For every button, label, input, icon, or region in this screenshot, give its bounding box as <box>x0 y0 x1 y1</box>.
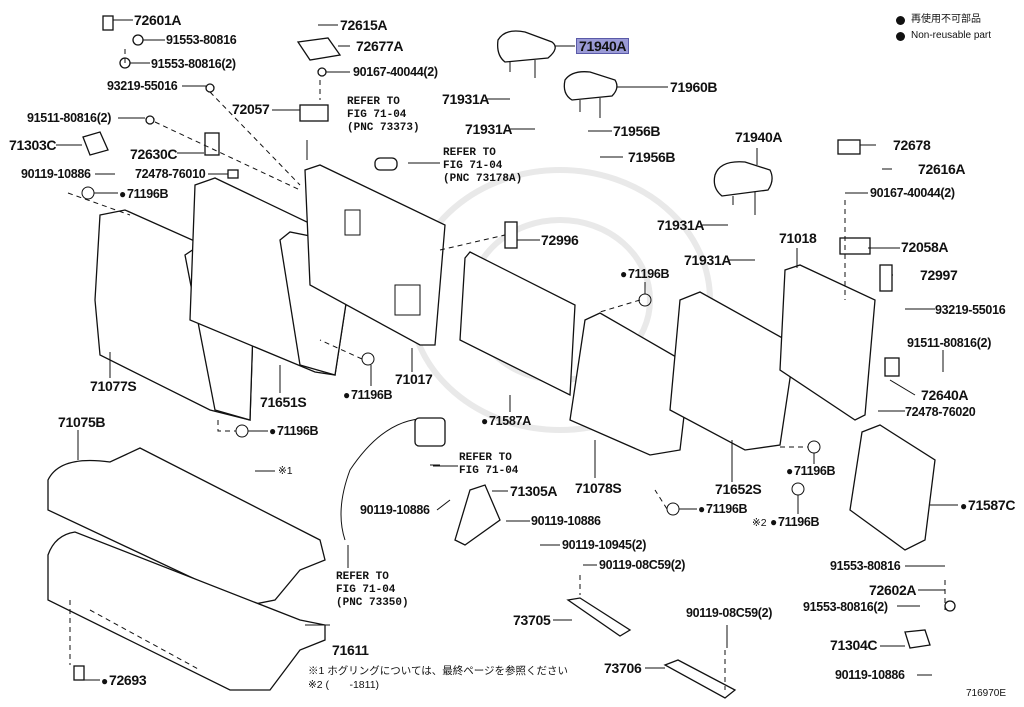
seatback-71078s <box>569 312 691 456</box>
part-label[interactable]: 91553-80816 <box>830 559 901 573</box>
part-label[interactable]: 90119-10886 <box>360 503 430 517</box>
legend-item-en: Non-reusable part <box>896 28 991 44</box>
part-label[interactable]: 93219-55016 <box>107 79 178 93</box>
part-label[interactable]: 72997 <box>920 267 958 283</box>
part-label[interactable]: 71940A <box>735 129 783 145</box>
belt-retractor <box>414 417 446 447</box>
part-label[interactable]: 71196B <box>620 267 670 281</box>
part-label[interactable]: 71196B <box>786 464 836 478</box>
seatbelt <box>340 418 441 541</box>
footnote-marker: ※2 <box>752 517 767 529</box>
part-label[interactable]: 71587C <box>960 498 1016 513</box>
dashed-guides <box>67 45 946 690</box>
part-label[interactable]: 71305A <box>510 483 558 499</box>
leader-lines <box>56 19 958 681</box>
part-label-highlighted[interactable]: 71940A <box>576 38 630 54</box>
part-label[interactable]: 72602A <box>869 582 917 598</box>
part-label[interactable]: 72478-76020 <box>905 405 976 419</box>
part-label[interactable]: 90167-40044(2) <box>353 65 438 79</box>
part-label[interactable]: 71017 <box>395 371 433 387</box>
seatback-71652s <box>669 291 796 451</box>
part-label[interactable]: 90119-10945(2) <box>562 538 647 552</box>
part-label[interactable]: 72677A <box>356 38 404 54</box>
part-label[interactable]: 71611 <box>332 642 369 658</box>
part-label[interactable]: 71078S <box>575 480 622 496</box>
part-label[interactable]: 73705 <box>513 612 551 628</box>
reference-note[interactable]: REFER TO FIG 71-04 <box>459 452 519 477</box>
part-label[interactable]: 90119-10886 <box>835 668 905 682</box>
cushion-71075b <box>47 447 326 606</box>
frame-71018 <box>779 264 876 421</box>
part-label[interactable]: 72996 <box>541 232 579 248</box>
part-label[interactable]: 72058A <box>901 239 949 255</box>
part-label[interactable]: 72630C <box>130 146 178 162</box>
part-label[interactable]: 71196B <box>343 388 393 402</box>
reference-note[interactable]: REFER TO FIG 71-04 (PNC 73178A) <box>443 147 523 185</box>
headrest-71940a-top <box>497 30 556 78</box>
footnote-marker: ※1 <box>278 465 293 477</box>
part-label[interactable]: 90119-10886 <box>531 514 601 528</box>
part-label[interactable]: 71651S <box>260 394 307 410</box>
board-71587a <box>459 251 576 397</box>
part-label[interactable]: 71652S <box>715 481 762 497</box>
filled-circle-icon <box>896 15 905 25</box>
part-label[interactable]: 71587A <box>481 414 531 428</box>
legend-item-jp: 再使用不可部品 <box>896 12 991 28</box>
figure-id: 716970E <box>966 688 1007 699</box>
part-label[interactable]: 71196B <box>698 502 748 516</box>
part-label[interactable]: 72640A <box>921 387 969 403</box>
part-label[interactable]: 91553-80816 <box>166 33 237 47</box>
part-label[interactable]: 71960B <box>670 79 718 95</box>
footnote-2: ※2 ( -1811) <box>308 679 380 691</box>
part-label[interactable]: 90119-08C59(2) <box>686 606 773 620</box>
part-label[interactable]: 93219-55016 <box>935 303 1006 317</box>
rail-73706 <box>663 659 737 699</box>
part-label[interactable]: 71956B <box>613 123 661 139</box>
part-label[interactable]: 91511-80816(2) <box>907 336 992 350</box>
part-label[interactable]: 72615A <box>340 17 388 33</box>
part-label[interactable]: 71931A <box>442 91 490 107</box>
part-label[interactable]: 71018 <box>779 230 817 246</box>
board-71587c <box>849 424 936 551</box>
frame-71017 <box>304 164 446 346</box>
part-label[interactable]: 72616A <box>918 161 966 177</box>
part-label[interactable]: 72057 <box>232 101 270 117</box>
part-label[interactable]: 90119-10886 <box>21 167 91 181</box>
part-label[interactable]: 71077S <box>90 378 137 394</box>
reference-note[interactable]: REFER TO FIG 71-04 (PNC 73373) <box>347 96 420 134</box>
part-label[interactable]: 90119-08C59(2) <box>599 558 686 572</box>
part-label[interactable]: 71931A <box>684 252 732 268</box>
part-label[interactable]: 72478-76010 <box>135 167 206 181</box>
reference-note[interactable]: REFER TO FIG 71-04 (PNC 73350) <box>336 571 409 609</box>
part-label[interactable]: 91553-80816(2) <box>803 600 888 614</box>
part-label[interactable]: 91511-80816(2) <box>27 111 112 125</box>
part-label[interactable]: 71196B <box>269 424 319 438</box>
bracket-71305a <box>454 484 501 546</box>
part-label[interactable]: 71075B <box>58 414 106 430</box>
part-label[interactable]: 72693 <box>101 673 147 688</box>
part-label[interactable]: 71196B <box>770 515 820 529</box>
headrest-71940a-right <box>713 161 773 215</box>
part-label[interactable]: 71931A <box>465 121 513 137</box>
headrest-71960b <box>563 71 618 118</box>
part-label[interactable]: 71956B <box>628 149 676 165</box>
footnote-1: ※1 ホグリングについては、最終ページを参照ください <box>308 665 569 677</box>
part-label[interactable]: 71304C <box>830 637 878 653</box>
part-label[interactable]: 72601A <box>134 12 182 28</box>
part-label[interactable]: 91553-80816(2) <box>151 57 236 71</box>
part-label[interactable]: 72678 <box>893 137 931 153</box>
legend: 再使用不可部品 Non-reusable part <box>896 12 991 44</box>
filled-circle-icon <box>896 31 905 41</box>
part-label[interactable]: 71196B <box>119 187 169 201</box>
part-label[interactable]: 71303C <box>9 137 57 153</box>
part-label[interactable]: 90167-40044(2) <box>870 186 955 200</box>
part-label[interactable]: 71931A <box>657 217 705 233</box>
part-label[interactable]: 73706 <box>604 660 642 676</box>
rail-73705 <box>566 597 632 637</box>
cushion-71611 <box>47 531 326 691</box>
